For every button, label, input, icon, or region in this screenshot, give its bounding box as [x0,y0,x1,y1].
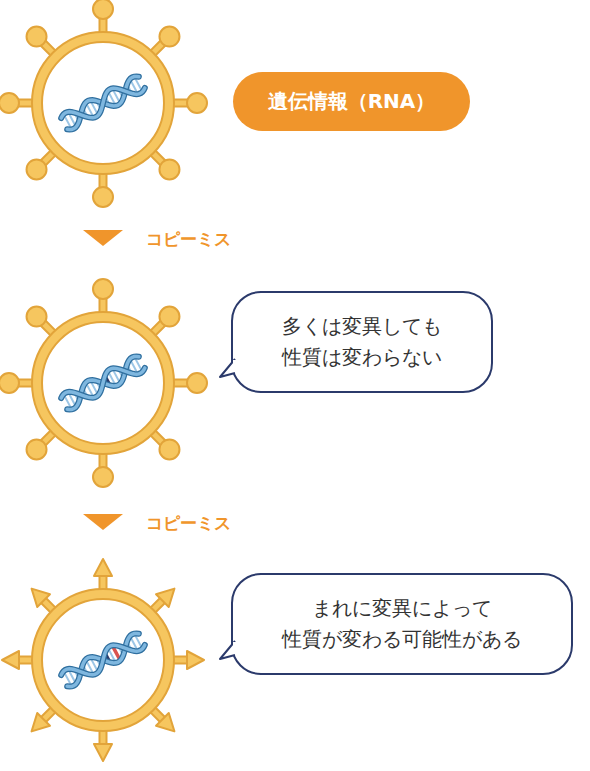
rna-strand [60,74,146,131]
spike-knob [159,27,179,47]
spike-knob [93,467,113,487]
down-triangle [83,230,123,246]
down-triangle [83,514,123,530]
rna-strand [60,354,146,411]
step-label: コピーミス [146,512,231,535]
node-text: 多くは変異しても 性質は変わらない [272,311,452,373]
rna-strand [60,74,146,131]
virus-interior [42,42,164,164]
virus [0,0,207,207]
bubble-tail-join [233,360,238,372]
spike-arrowhead [2,651,19,669]
spike-knob [27,439,47,459]
spike-arrowhead [187,651,204,669]
bubble-tail-shape [220,359,235,377]
spike-knob [0,373,19,393]
spike-arrowhead [156,589,174,607]
rna-strand [60,354,146,411]
spike-knob [93,0,113,19]
rna-strand [60,631,146,688]
rna-helix [60,354,146,411]
node-text: まれに変異によって 性質が変わる可能性がある [276,593,528,655]
spike-arrowhead [94,559,112,576]
bubble-tail [218,639,238,663]
virus-envelope [32,589,174,731]
spike-arrowhead [32,713,50,731]
rna-strand [60,631,146,688]
spike-knob [27,307,47,327]
spike-knob [27,27,47,47]
speech-bubble: まれに変異によって 性質が変わる可能性がある [231,573,573,675]
spike-knob [0,93,19,113]
rna-helix [60,74,146,131]
bubble-tail-join [233,642,238,654]
spike-arrowhead [94,744,112,761]
spike-knob [187,93,207,113]
virus-interior [42,322,164,444]
rna-strand [60,354,146,411]
spike-knob [159,159,179,179]
bubble-tail [218,357,238,381]
spike-knob [27,159,47,179]
rna-strand [60,74,146,131]
rna-strand [60,74,146,131]
rna-strand [60,631,146,688]
virus [0,279,207,487]
label-pill: 遺伝情報（RNA） [233,72,470,131]
bubble-tail-shape [220,641,235,659]
spike-knob [159,439,179,459]
rna-strand [60,354,146,411]
rna-strand [60,631,146,688]
virus-envelope [32,32,174,174]
virus [2,559,204,761]
virus-interior [42,599,164,721]
step-label: コピーミス [146,228,231,251]
spike-knob [187,373,207,393]
spike-knob [93,187,113,207]
spike-knob [159,307,179,327]
spike-knob [93,279,113,299]
virus-envelope [32,312,174,454]
rna-helix [60,631,146,688]
node-text: 遺伝情報（RNA） [268,88,436,115]
spike-arrowhead [156,713,174,731]
spike-arrowhead [32,589,50,607]
speech-bubble: 多くは変異しても 性質は変わらない [231,291,493,393]
